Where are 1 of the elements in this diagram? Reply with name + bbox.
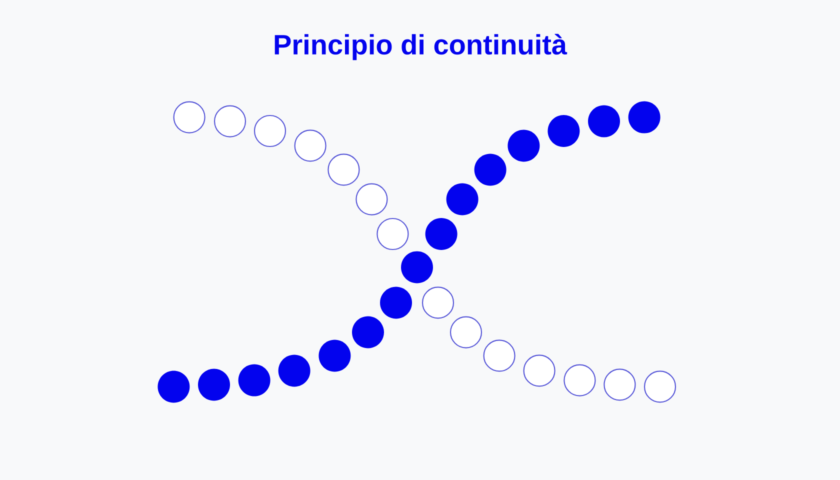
title: Principio di continuità [274,34,568,60]
